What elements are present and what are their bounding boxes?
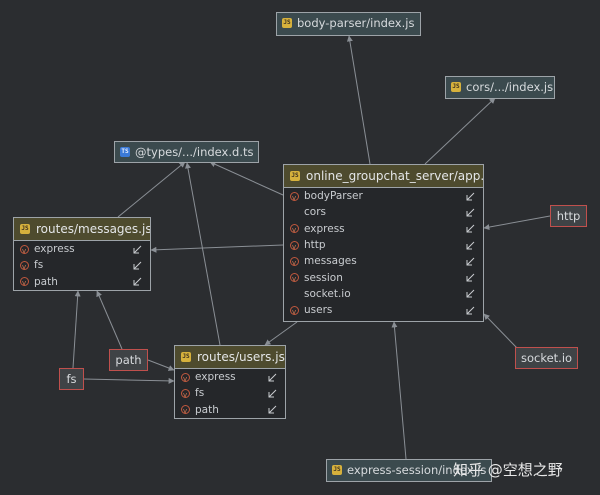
ts-file-icon: TS bbox=[120, 147, 130, 157]
path-node[interactable]: path bbox=[109, 349, 148, 371]
messages-import-row: fs bbox=[14, 257, 150, 275]
edge-messages-fs bbox=[72, 290, 81, 369]
edge-app-socketio bbox=[483, 313, 518, 349]
import-label: http bbox=[304, 239, 326, 252]
import-link-icon bbox=[268, 389, 277, 398]
edge-app-body-parser bbox=[346, 35, 371, 165]
import-label: session bbox=[304, 271, 343, 284]
variable-icon bbox=[290, 239, 299, 255]
import-label: fs bbox=[195, 387, 205, 400]
js-file-icon: JS bbox=[451, 82, 461, 92]
app-import-row: bodyParser bbox=[284, 188, 483, 206]
import-label: messages bbox=[304, 255, 357, 268]
messages-import-row: path bbox=[14, 274, 150, 290]
import-label: path bbox=[34, 275, 58, 288]
app-import-row: socket.io bbox=[284, 286, 483, 302]
import-label: socket.io bbox=[304, 287, 351, 300]
users-import-row: fs bbox=[175, 385, 285, 403]
socketio-label: socket.io bbox=[521, 351, 573, 365]
import-link-icon bbox=[466, 273, 475, 282]
import-link-icon bbox=[466, 224, 475, 233]
variable-icon bbox=[181, 371, 190, 387]
edge-app-users bbox=[264, 321, 298, 346]
http-node[interactable]: http bbox=[550, 205, 587, 227]
import-link-icon bbox=[466, 208, 475, 217]
edge-messages-types bbox=[117, 161, 186, 218]
import-label: express bbox=[34, 243, 75, 256]
users-node[interactable]: JS routes/users.js express fs path bbox=[174, 345, 286, 419]
edge-users-types bbox=[185, 162, 221, 346]
edge-messages-path bbox=[96, 290, 123, 350]
variable-icon bbox=[20, 259, 29, 275]
import-label: bodyParser bbox=[304, 190, 363, 203]
app-import-row: session bbox=[284, 269, 483, 287]
variable-icon bbox=[181, 387, 190, 403]
variable-icon bbox=[290, 271, 299, 287]
import-link-icon bbox=[133, 245, 142, 254]
edge-app-cors bbox=[424, 97, 496, 165]
messages-title: routes/messages.js bbox=[36, 222, 151, 236]
variable-icon bbox=[20, 275, 29, 290]
app-import-row: express bbox=[284, 221, 483, 238]
import-link-icon bbox=[466, 192, 475, 201]
express-session-label: express-session/index.js bbox=[347, 463, 487, 477]
cors-label: cors/.../index.js bbox=[466, 80, 554, 94]
messages-node[interactable]: JS routes/messages.js express fs path bbox=[13, 217, 151, 291]
variable-icon bbox=[20, 243, 29, 259]
types-label: @types/.../index.d.ts bbox=[135, 145, 254, 159]
fs-label: fs bbox=[66, 372, 77, 386]
import-label: fs bbox=[34, 259, 44, 272]
import-label: cors bbox=[304, 206, 326, 219]
js-file-icon: JS bbox=[332, 465, 342, 475]
users-import-row: path bbox=[175, 402, 285, 418]
socketio-node[interactable]: socket.io bbox=[515, 347, 578, 369]
variable-icon bbox=[290, 255, 299, 271]
import-link-icon bbox=[268, 373, 277, 382]
fs-node[interactable]: fs bbox=[59, 368, 84, 390]
path-label: path bbox=[115, 353, 142, 367]
messages-import-row: express bbox=[14, 241, 150, 259]
app-node[interactable]: JS online_groupchat_server/app.js bodyPa… bbox=[283, 164, 484, 322]
import-link-icon bbox=[466, 306, 475, 315]
watermark: 知乎 @空想之野 bbox=[453, 461, 563, 479]
import-label: users bbox=[304, 304, 333, 317]
app-import-row: users bbox=[284, 302, 483, 320]
edge-app-express-session bbox=[391, 321, 407, 460]
import-label: express bbox=[304, 222, 345, 235]
js-file-icon: JS bbox=[181, 352, 191, 362]
import-label: path bbox=[195, 403, 219, 416]
import-link-icon bbox=[466, 257, 475, 266]
import-link-icon bbox=[466, 241, 475, 250]
import-link-icon bbox=[133, 277, 142, 286]
variable-icon bbox=[290, 190, 299, 206]
variable-icon bbox=[181, 403, 190, 418]
http-label: http bbox=[556, 209, 581, 223]
app-import-row: http bbox=[284, 237, 483, 255]
app-import-row: cors bbox=[284, 204, 483, 220]
users-title: routes/users.js bbox=[197, 350, 285, 364]
js-file-icon: JS bbox=[20, 224, 30, 234]
types-node[interactable]: TS @types/.../index.d.ts bbox=[114, 141, 259, 163]
import-link-icon bbox=[133, 261, 142, 270]
import-label: express bbox=[195, 371, 236, 384]
import-link-icon bbox=[268, 405, 277, 414]
users-import-row: express bbox=[175, 369, 285, 387]
js-file-icon: JS bbox=[290, 171, 300, 181]
edge-users-path bbox=[147, 359, 175, 371]
variable-icon bbox=[290, 304, 299, 320]
cors-node[interactable]: JS cors/.../index.js bbox=[445, 76, 555, 99]
edge-app-http bbox=[483, 215, 551, 230]
edge-app-messages bbox=[150, 244, 284, 253]
variable-icon bbox=[290, 222, 299, 238]
import-link-icon bbox=[466, 290, 475, 298]
app-import-row: messages bbox=[284, 253, 483, 271]
body-parser-node[interactable]: JS body-parser/index.js bbox=[276, 12, 421, 36]
js-file-icon: JS bbox=[282, 18, 292, 28]
app-title: online_groupchat_server/app.js bbox=[306, 169, 484, 183]
edge-app-types bbox=[209, 161, 284, 196]
express-session-node[interactable]: JS express-session/index.js bbox=[326, 459, 492, 482]
edge-users-fs bbox=[83, 377, 175, 384]
body-parser-label: body-parser/index.js bbox=[297, 16, 415, 30]
